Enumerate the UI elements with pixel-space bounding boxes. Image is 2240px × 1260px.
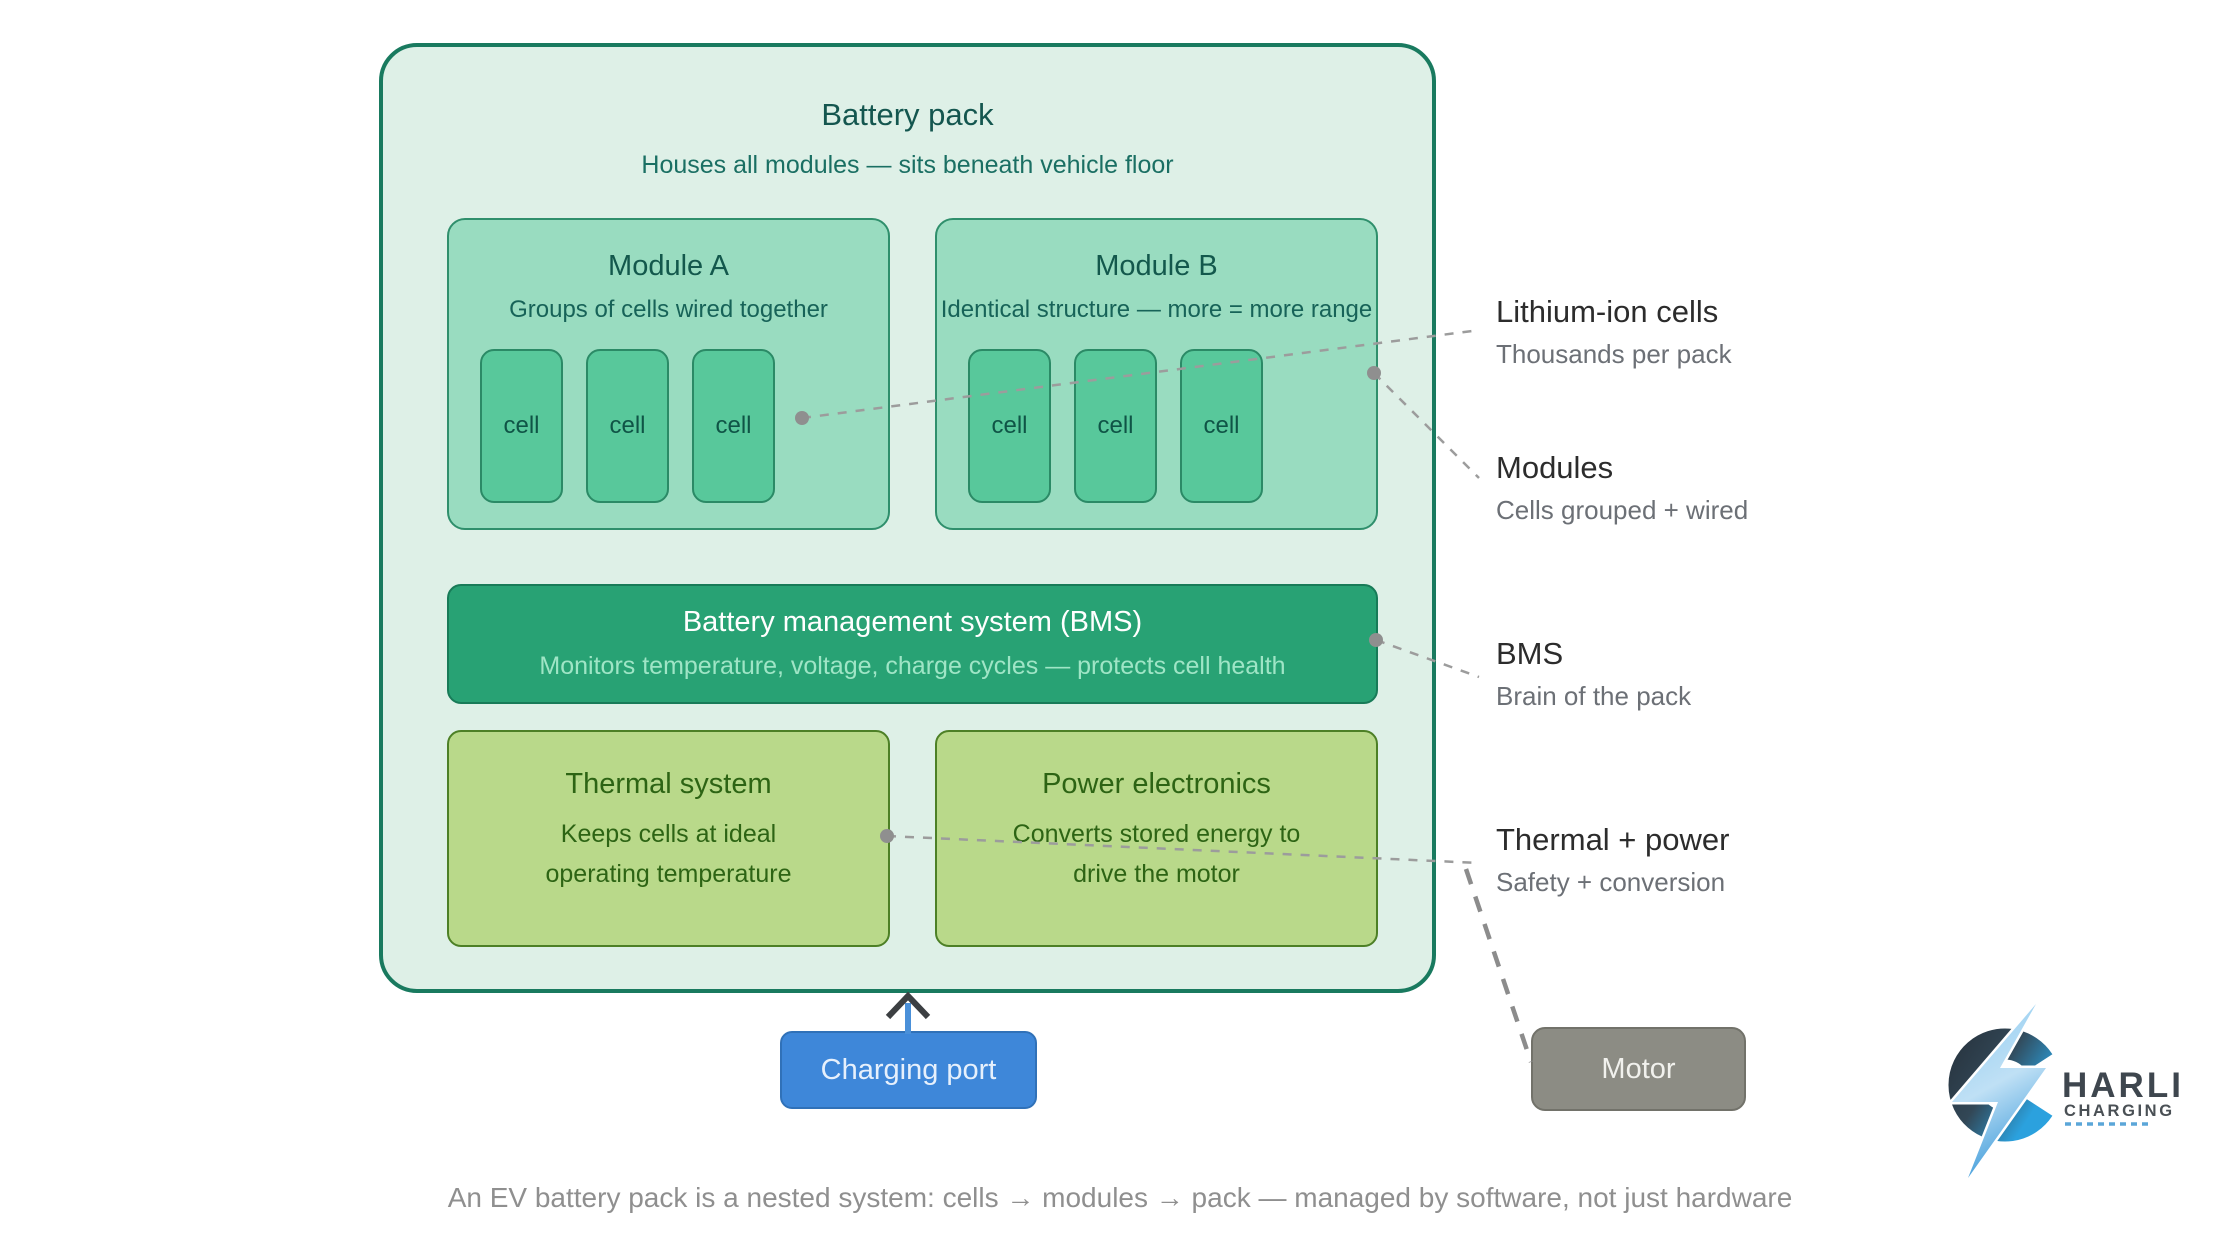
annotation-bms: BMS Brain of the pack	[1496, 638, 1691, 709]
annotation-thermal-power: Thermal + power Safety + conversion	[1496, 824, 1729, 895]
annotation-title: Modules	[1496, 450, 1614, 485]
cell: cell	[1180, 349, 1263, 503]
annotation-title: Thermal + power	[1496, 822, 1730, 857]
cell: cell	[968, 349, 1051, 503]
lightning-bolt-icon	[1946, 1002, 2051, 1180]
bms-box: Battery management system (BMS) Monitors…	[447, 584, 1378, 704]
logo-ring-c	[1948, 1028, 2053, 1142]
thermal-system-body: Keeps cells at ideal operating temperatu…	[545, 820, 792, 888]
thermal-system-title: Thermal system	[565, 768, 772, 800]
module-a-box: Module A Groups of cells wired together …	[447, 218, 890, 530]
footer-caption: An EV battery pack is a nested system: c…	[447, 1182, 1793, 1213]
module-a-title: Module A	[608, 250, 729, 282]
battery-pack-box: Battery pack Houses all modules — sits b…	[379, 43, 1436, 993]
thermal-system-box: Thermal system Keeps cells at ideal oper…	[447, 730, 890, 947]
annotation-subtitle: Brain of the pack	[1496, 681, 1692, 711]
battery-pack-subtitle: Houses all modules — sits beneath vehicl…	[641, 151, 1174, 179]
power-electronics-box: Power electronics Converts stored energy…	[935, 730, 1378, 947]
module-b-title: Module B	[1095, 250, 1218, 282]
annotation-title: Lithium-ion cells	[1496, 294, 1719, 329]
motor-box: Motor	[1531, 1027, 1746, 1111]
annotation-modules: Modules Cells grouped + wired	[1496, 452, 1748, 523]
annotation-subtitle: Cells grouped + wired	[1496, 495, 1749, 525]
module-a-subtitle: Groups of cells wired together	[509, 296, 828, 323]
cell: cell	[480, 349, 563, 503]
power-electronics-body: Converts stored energy to drive the moto…	[1012, 820, 1301, 888]
logo-subname: CHARGING	[2064, 1102, 2175, 1120]
charging-port-box: Charging port	[780, 1031, 1037, 1109]
cell: cell	[586, 349, 669, 503]
annotation-subtitle: Thousands per pack	[1496, 339, 1732, 369]
annotation-subtitle: Safety + conversion	[1496, 867, 1726, 897]
module-b-box: Module B Identical structure — more = mo…	[935, 218, 1378, 530]
cell: cell	[692, 349, 775, 503]
charging-arrow-icon	[885, 991, 931, 1034]
annotation-title: BMS	[1496, 636, 1564, 671]
module-b-subtitle: Identical structure — more = more range	[940, 296, 1373, 323]
connector-motor-line	[1463, 868, 1534, 1063]
annotation-lithium-ion-cells: Lithium-ion cells Thousands per pack	[1496, 296, 1732, 367]
power-electronics-title: Power electronics	[1042, 768, 1271, 800]
logo-name: HARLI	[2062, 1066, 2184, 1105]
bms-subtitle: Monitors temperature, voltage, charge cy…	[539, 652, 1286, 680]
cell: cell	[1074, 349, 1157, 503]
bms-title: Battery management system (BMS)	[682, 606, 1143, 638]
motor-label: Motor	[1601, 1052, 1676, 1085]
charli-charging-logo: HARLI CHARGING	[1946, 1002, 2184, 1180]
battery-pack-title: Battery pack	[821, 97, 994, 132]
charging-port-label: Charging port	[820, 1053, 997, 1086]
